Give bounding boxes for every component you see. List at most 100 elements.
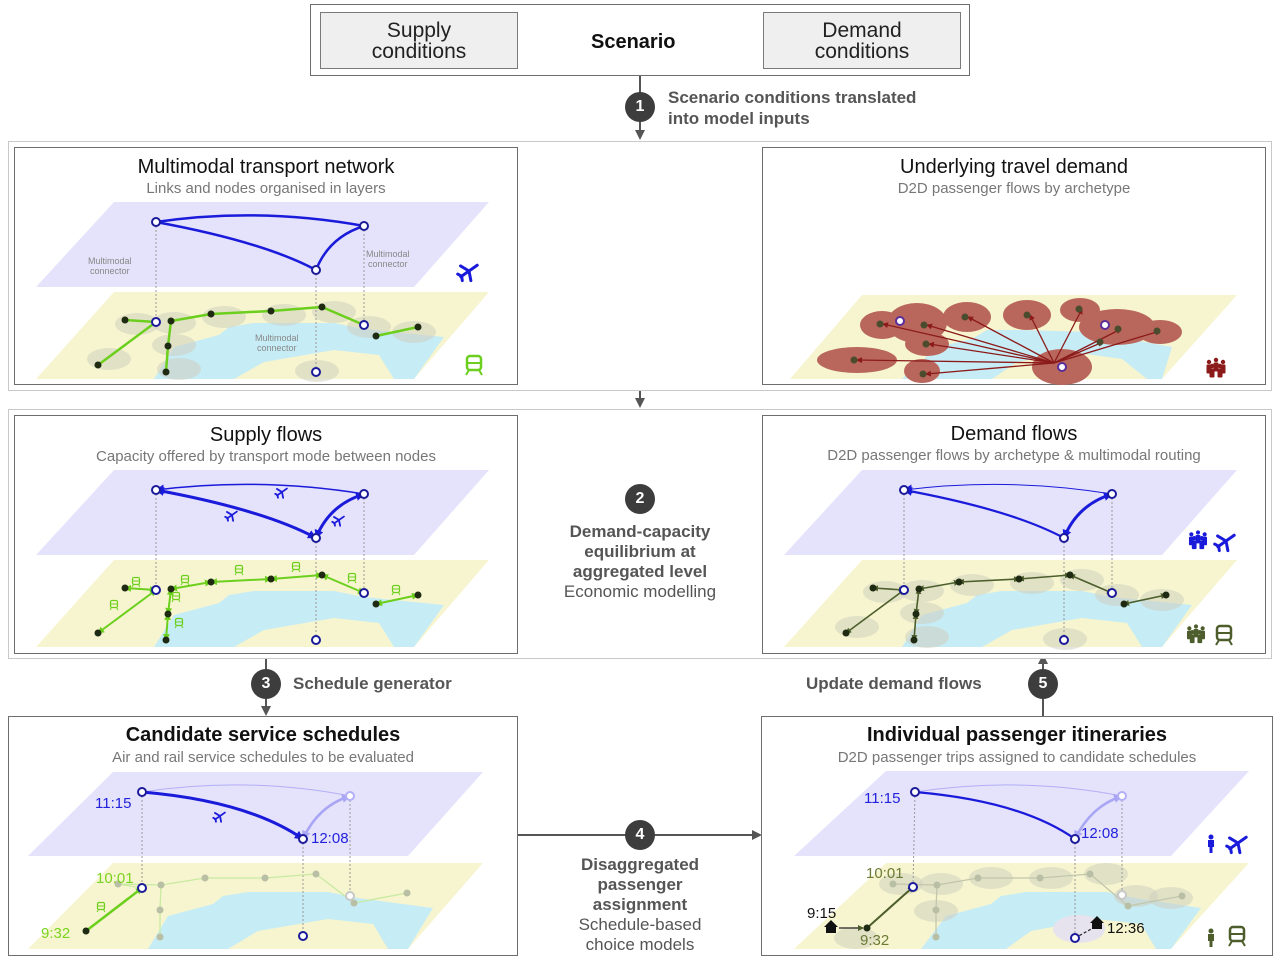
rail-node xyxy=(267,575,275,583)
zone-centroid xyxy=(961,313,969,321)
urban-area xyxy=(1084,863,1128,885)
group-head xyxy=(1202,532,1207,537)
supply-conditions-label: Supply conditions xyxy=(371,18,467,63)
plane-shape xyxy=(331,515,345,527)
train-icon xyxy=(174,617,184,629)
train-legs xyxy=(234,572,244,576)
connector-label-center: Multimodal connector xyxy=(255,333,299,353)
zone-centroid xyxy=(922,340,930,348)
airport-node xyxy=(151,585,161,595)
plane-shape xyxy=(1213,533,1236,553)
rail-link xyxy=(166,320,173,347)
train-legs xyxy=(174,625,184,629)
panel-subtitle: D2D passenger flows by archetype xyxy=(897,180,1131,197)
person-head xyxy=(1208,834,1214,840)
airport-node xyxy=(910,787,920,797)
demand-flow xyxy=(926,323,1055,364)
step-2-sub: Economic modelling xyxy=(563,582,717,601)
demand-flow xyxy=(1029,314,1055,364)
rail-node-faded xyxy=(933,881,941,889)
air-route xyxy=(155,214,365,228)
zone-centroid xyxy=(919,370,927,378)
plane-icon xyxy=(212,811,226,823)
home-icon xyxy=(1090,916,1104,929)
rail-node xyxy=(1120,600,1128,608)
airport-node xyxy=(359,588,369,598)
urban-area xyxy=(152,334,196,356)
demand-flow xyxy=(967,316,1055,364)
rail-capacity-link xyxy=(165,588,174,615)
airport-node xyxy=(899,585,909,595)
zone-centroid xyxy=(850,356,858,364)
airport-node xyxy=(311,367,321,377)
scenario-title: Scenario xyxy=(591,31,676,53)
step-1-badge: 1 xyxy=(625,92,655,122)
plane-icon xyxy=(224,510,238,522)
airport-node xyxy=(1059,635,1069,645)
train-legs xyxy=(1215,639,1233,646)
urban-area xyxy=(87,348,131,370)
rail-node-faded xyxy=(1178,892,1186,900)
rail-link xyxy=(170,312,212,323)
group-body xyxy=(1217,368,1223,378)
air-route-faded xyxy=(914,784,1123,797)
airport-node xyxy=(151,317,161,327)
rail-link xyxy=(375,325,419,338)
train-legs xyxy=(96,909,106,913)
airport-node xyxy=(895,316,905,326)
group-head xyxy=(1189,532,1194,537)
step-2-badge: 2 xyxy=(625,484,655,514)
zone-centroid xyxy=(1075,305,1083,313)
step-2-line1: Demand-capacity xyxy=(569,522,711,541)
panel-subtitle: Links and nodes organised in layers xyxy=(146,180,386,197)
rail-node xyxy=(164,610,172,618)
train-icon xyxy=(180,574,190,586)
time-home-departure: 9:15 xyxy=(807,905,837,922)
rail-node xyxy=(1066,571,1074,579)
air-route-faded xyxy=(301,794,351,840)
airport-node xyxy=(311,265,321,275)
urban-area xyxy=(1114,885,1158,907)
airport-node xyxy=(1107,588,1117,598)
plane-icon xyxy=(456,263,479,283)
step-4-label: Disaggregated passenger assignment Sched… xyxy=(530,855,750,955)
airport-node xyxy=(298,834,308,844)
rail-node xyxy=(910,636,918,644)
step-5-label: Update demand flows xyxy=(806,674,982,693)
rail-demand-flow xyxy=(913,588,922,615)
train-icon xyxy=(291,561,301,573)
air-layer xyxy=(784,470,1237,555)
rail-capacity-link xyxy=(97,589,157,634)
time-air-departure: 11:15 xyxy=(95,795,132,812)
rail-node-faded xyxy=(261,874,269,882)
group-head xyxy=(1199,536,1204,541)
panel-title: Supply flows xyxy=(209,424,323,446)
step-4-line2: passenger xyxy=(597,875,683,894)
train-legs xyxy=(109,607,119,611)
scenario-box: Supply conditions Scenario Demand condit… xyxy=(310,4,970,76)
airport-node xyxy=(311,635,321,645)
rail-node xyxy=(372,332,380,340)
rail-link-faded xyxy=(1127,895,1183,907)
plane-shape xyxy=(456,263,479,283)
demand-conditions-label: Demand conditions xyxy=(814,18,910,63)
rail-link xyxy=(270,305,323,313)
urban-area xyxy=(900,602,944,624)
plane-icon xyxy=(1213,533,1236,553)
time-rail-arrival: 10:01 xyxy=(866,865,904,882)
zone-centroid xyxy=(920,321,928,329)
group-icon xyxy=(1188,530,1208,550)
time-home-arrival: 12:36 xyxy=(1107,920,1145,937)
rail-node xyxy=(955,578,963,586)
urban-area xyxy=(905,626,949,648)
connector-label-line2: connector xyxy=(367,259,408,269)
group-head xyxy=(1213,357,1219,363)
train-legs xyxy=(171,599,181,603)
connector-label-line2: connector xyxy=(89,266,130,276)
rail-demand-flow xyxy=(918,579,960,592)
panel-subtitle: D2D passenger trips assigned to candidat… xyxy=(837,749,1197,766)
air-service-scheduled xyxy=(141,790,304,841)
panel-subtitle: Capacity offered by transport mode betwe… xyxy=(96,448,436,465)
plane-icon xyxy=(331,515,345,527)
airport-node xyxy=(1057,362,1067,372)
